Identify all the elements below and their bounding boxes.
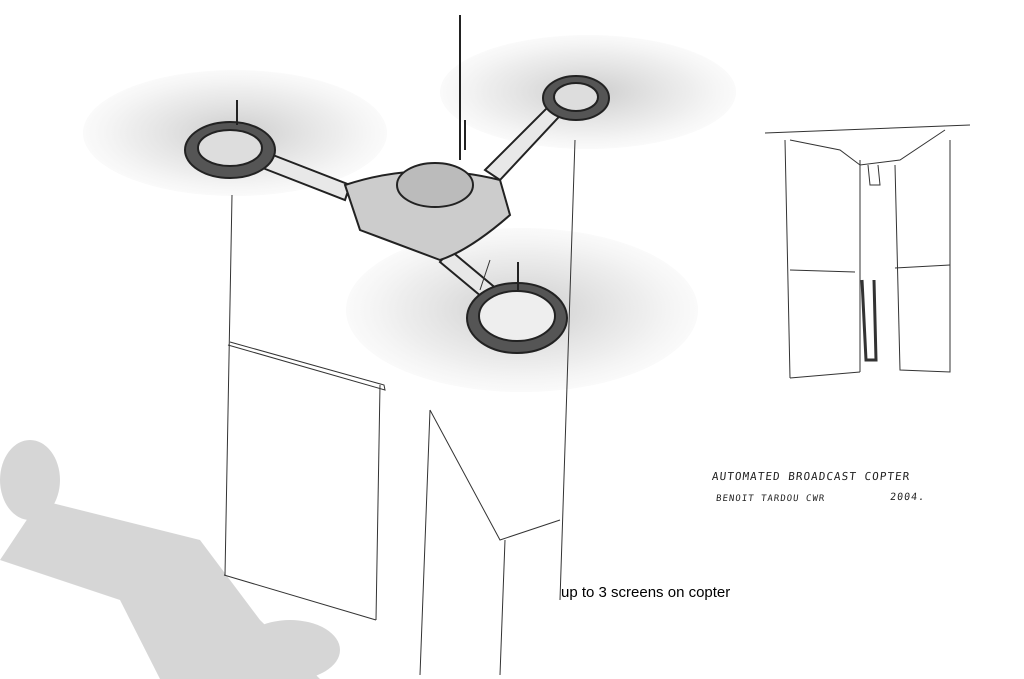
sketch-title: AUTOMATED BROADCAST COPTER <box>711 470 911 483</box>
caption: up to 3 screens on copter <box>561 584 731 601</box>
screen-frames <box>223 139 576 676</box>
sketch-year: 2004. <box>889 492 926 503</box>
artist-signature: BENOIT TARDOU CWR <box>715 494 826 504</box>
drone-shadow <box>0 440 340 679</box>
side-view-sketch <box>764 124 971 379</box>
drone-body <box>184 15 610 354</box>
